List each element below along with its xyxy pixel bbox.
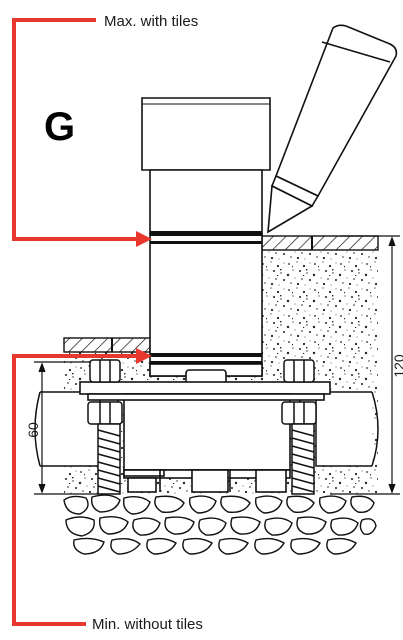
tile-layer-top	[261, 235, 379, 251]
dimension-flange-value: 60	[25, 422, 41, 438]
dimension-total	[330, 235, 400, 495]
bolt-right	[281, 359, 317, 495]
bolt-left	[87, 359, 123, 495]
side-pipe-right	[315, 391, 379, 467]
drain-body	[79, 97, 331, 493]
dimension-flange	[34, 361, 98, 495]
arrow-min-without-tiles	[12, 348, 152, 626]
label-max-with-tiles: Max. with tiles	[104, 13, 198, 30]
arrow-max-with-tiles	[12, 18, 152, 247]
variant-letter: G	[44, 105, 75, 149]
dimension-total-value: 120	[391, 354, 403, 378]
sealant-tube-icon	[267, 24, 398, 234]
label-min-without-tiles: Min. without tiles	[92, 616, 203, 633]
stone-bed	[62, 494, 377, 556]
